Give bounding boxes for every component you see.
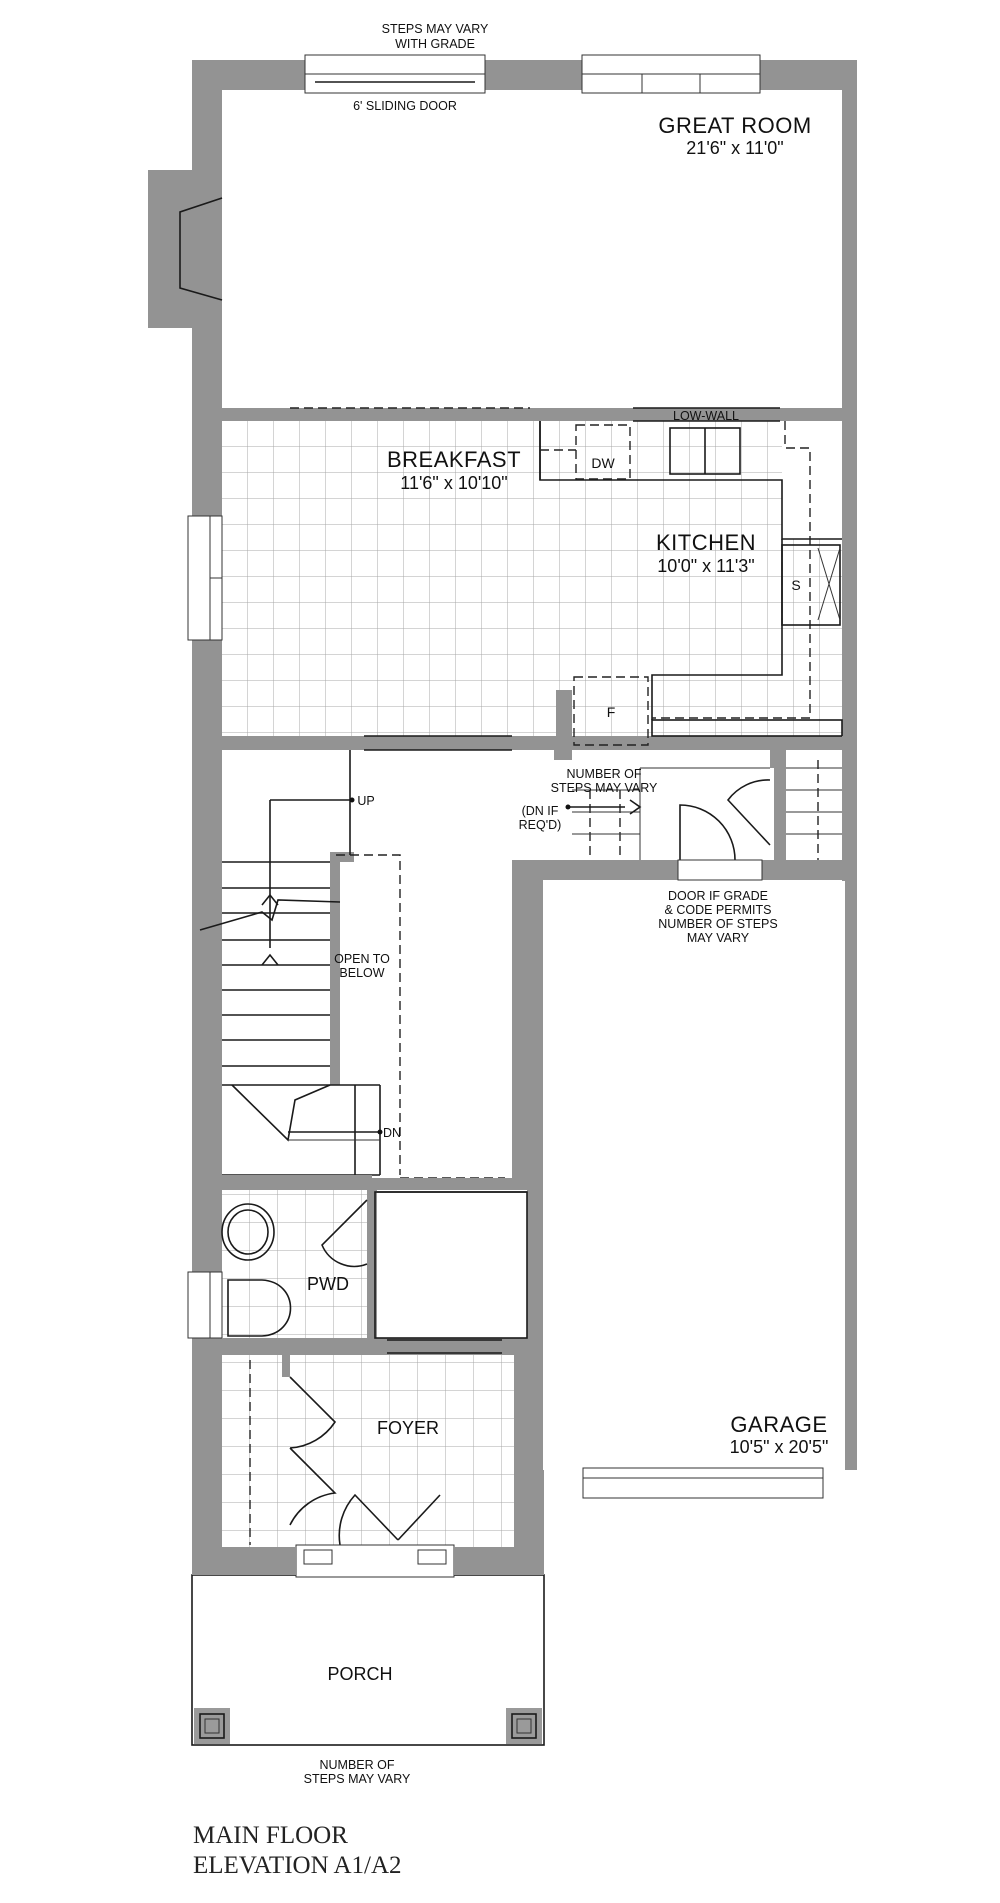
great-room-dims: 21'6" x 11'0" [686,138,783,158]
interior-floors [192,90,845,1745]
kitchen-dims: 10'0" x 11'3" [657,556,754,576]
fridge-label: F [607,704,616,720]
stair-dn-label: DN [383,1126,401,1140]
powder-room [221,1190,528,1355]
note-dn-if-2: REQ'D) [519,818,562,832]
dishwasher-label: DW [591,455,615,471]
note-open-below-2: BELOW [339,966,384,980]
main-stairs [199,750,512,1190]
breakfast-dims: 11'6" x 10'10" [400,473,507,493]
kitchen-counters [539,421,843,746]
note-steps-grade-1: STEPS MAY VARY [382,22,489,36]
stair-up-label: UP [357,794,374,808]
kitchen-name: KITCHEN [656,530,756,555]
fireplace [179,197,223,301]
note-door-grade-1: DOOR IF GRADE [668,889,768,903]
note-porch-steps-2: STEPS MAY VARY [304,1772,411,1786]
note-num-steps-2: STEPS MAY VARY [551,781,658,795]
garage-door [582,1467,824,1499]
note-dn-if-1: (DN IF [522,804,559,818]
note-steps-grade-2: WITH GRADE [395,37,475,51]
note-sliding-door: 6' SLIDING DOOR [353,99,457,113]
great-room-name: GREAT ROOM [658,113,811,138]
foyer [192,1355,544,1578]
plan-title-line2: ELEVATION A1/A2 [193,1852,402,1879]
note-door-grade-2: & CODE PERMITS [665,903,772,917]
note-num-steps-1: NUMBER OF [567,767,642,781]
note-low-wall: LOW-WALL [673,409,739,423]
porch-name: PORCH [327,1664,392,1684]
porch-columns [194,1708,542,1744]
sink-label: S [791,577,800,593]
left-windows [187,515,223,1339]
breakfast-name: BREAKFAST [387,447,521,472]
plan-title-line1: MAIN FLOOR [193,1822,348,1849]
garage-name: GARAGE [730,1412,827,1437]
note-door-grade-4: MAY VARY [687,931,750,945]
note-open-below-1: OPEN TO [334,952,390,966]
labels: STEPS MAY VARY WITH GRADE 6' SLIDING DOO… [193,22,828,1879]
hall-divider [222,735,572,760]
pwd-name: PWD [307,1274,349,1294]
foyer-name: FOYER [377,1418,439,1438]
note-door-grade-3: NUMBER OF STEPS [658,917,777,931]
mudroom [512,736,857,1190]
great-room-divider [222,407,842,422]
top-openings [304,54,761,94]
note-porch-steps-1: NUMBER OF [320,1758,395,1772]
garage-dims: 10'5" x 20'5" [730,1437,829,1457]
